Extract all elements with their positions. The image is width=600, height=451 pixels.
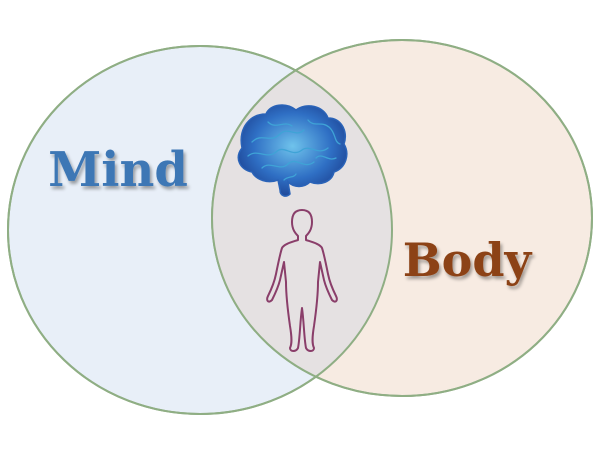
body-circle-outline bbox=[211, 39, 593, 397]
brain-icon bbox=[237, 104, 348, 197]
body-label: Body bbox=[403, 233, 533, 287]
mind-label: Mind bbox=[48, 142, 188, 198]
human-figure-icon bbox=[266, 209, 338, 352]
mind-circle-outline bbox=[7, 45, 393, 415]
